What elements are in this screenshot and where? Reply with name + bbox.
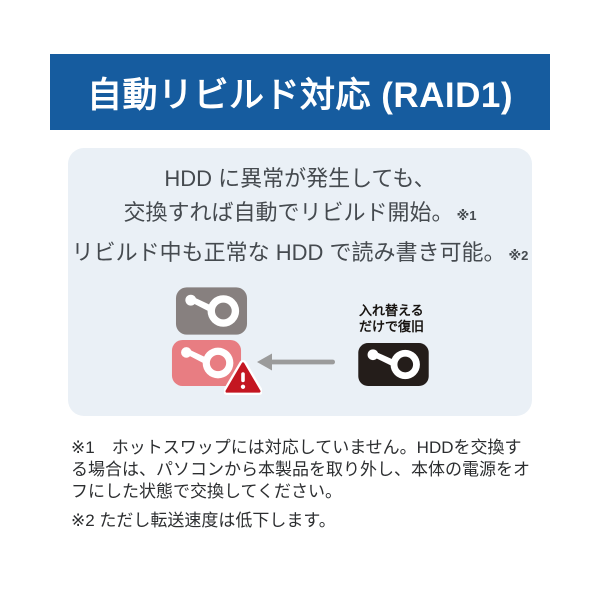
- arrow-left-icon: [257, 353, 335, 371]
- feature-text: 交換すれば自動でリビルド開始。: [123, 200, 454, 225]
- footnote-marker-1: ※1: [456, 208, 477, 223]
- feature-line-1: HDD に異常が発生しても、: [68, 162, 532, 196]
- feature-line-3: リビルド中も正常な HDD で読み書き可能。※2: [68, 236, 532, 273]
- feature-text: リビルド中も正常な HDD で読み書き可能。: [71, 240, 506, 265]
- replace-callout-line-1: 入れ替える: [359, 303, 424, 318]
- warning-icon: [224, 360, 262, 395]
- feature-line-2: 交換すれば自動でリビルド開始。※1: [68, 196, 532, 233]
- replace-callout: 入れ替える だけで復旧: [359, 303, 424, 335]
- page-title: 自動リビルド対応 (RAID1): [86, 75, 514, 115]
- hdd-normal-icon: [175, 287, 248, 335]
- footnote-2: ※2 ただし転送速度は低下します。: [71, 511, 336, 530]
- header-banner: 自動リビルド対応 (RAID1): [50, 54, 550, 130]
- hdd-replacement-icon: [358, 342, 429, 387]
- replace-callout-line-2: だけで復旧: [359, 319, 425, 334]
- footnotes-block: ※1 ホットスワップには対応していません。HDDを交換する場合は、パソコンから本…: [71, 437, 533, 532]
- hdd-error-icon: [171, 339, 242, 387]
- feature-text: HDD に異常が発生しても、: [164, 166, 436, 191]
- footnote-marker-2: ※2: [508, 248, 529, 263]
- footnote-1: ※1 ホットスワップには対応していません。HDDを交換する場合は、パソコンから本…: [71, 438, 530, 501]
- feature-text-block: HDD に異常が発生しても、 交換すれば自動でリビルド開始。※1 リビルド中も正…: [68, 162, 532, 273]
- feature-panel: HDD に異常が発生しても、 交換すれば自動でリビルド開始。※1 リビルド中も正…: [68, 148, 532, 416]
